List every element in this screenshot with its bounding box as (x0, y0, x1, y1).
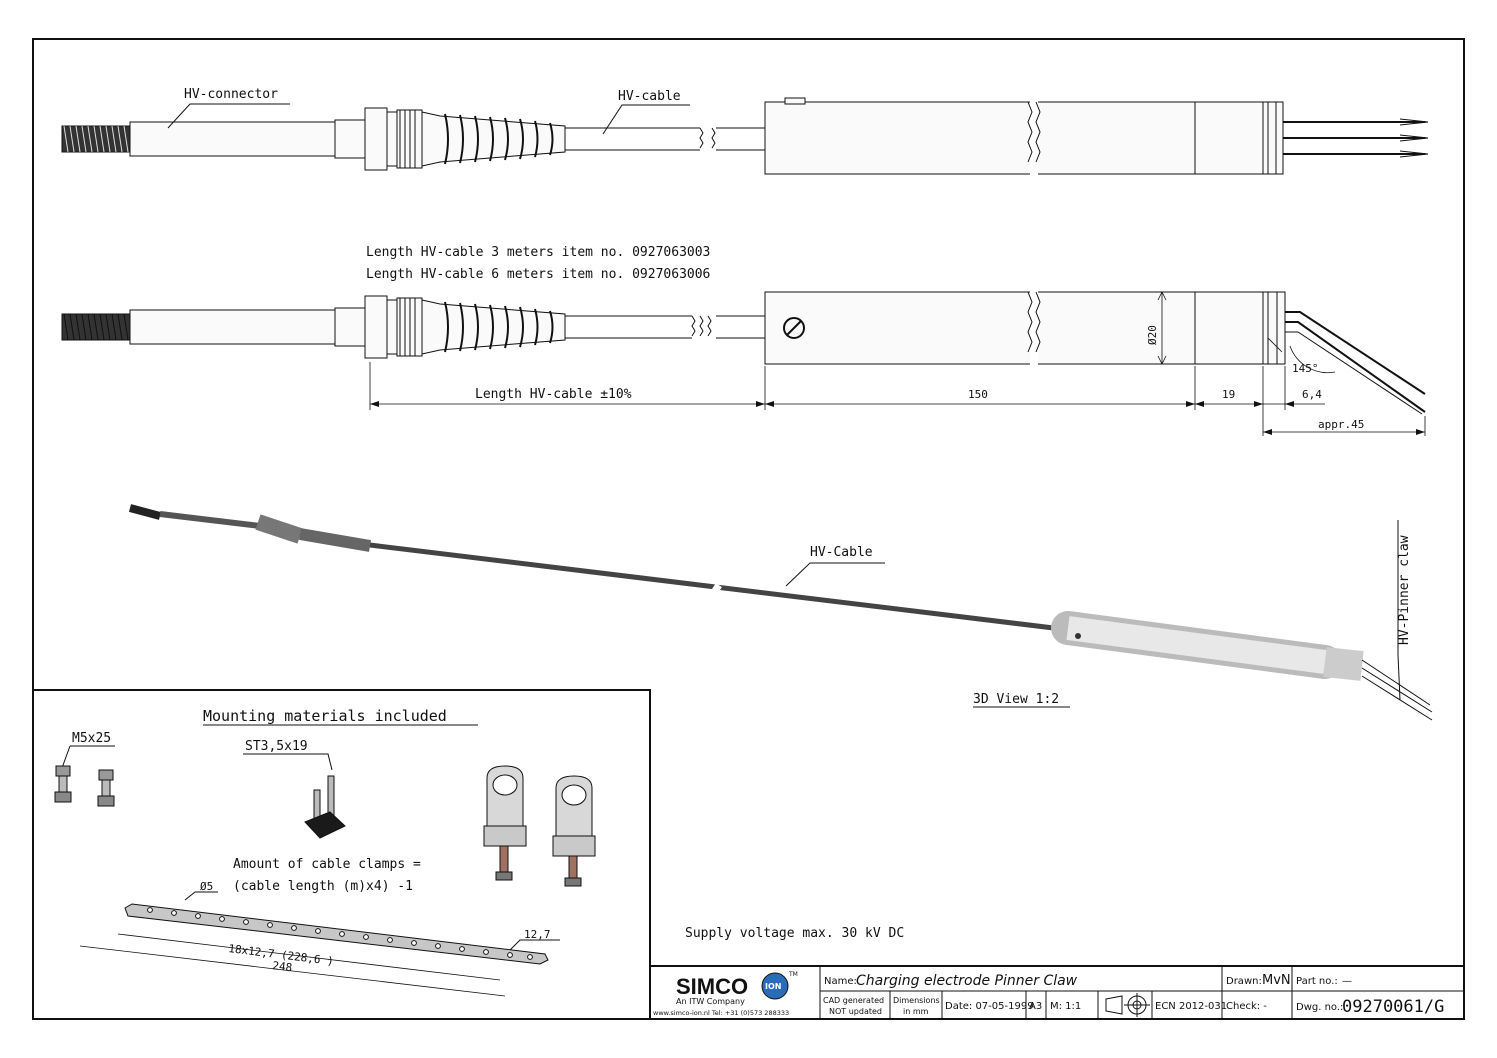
hv-cable-label-top: HV-cable (618, 89, 681, 104)
cable-boot-top (421, 111, 566, 167)
dim-150: 150 (968, 388, 988, 401)
dim-248: 248 (272, 959, 293, 974)
screw-bracket-icon (304, 775, 346, 839)
dim-length-hv-cable: Length HV-cable ±10% (475, 387, 632, 402)
cable-length-3m: Length HV-cable 3 meters item no. 092706… (366, 245, 710, 260)
dims-line2: in mm (903, 1007, 929, 1016)
cad-line1: CAD generated (823, 996, 884, 1005)
logo-tm: TM (788, 971, 798, 978)
hv-pinner-claw-label: HV-Pinner claw (1397, 535, 1412, 645)
ecn: ECN 2012-031 (1155, 1001, 1227, 1012)
electrode-body-mid (764, 291, 1196, 365)
screw-head-icon (783, 317, 805, 339)
dim-dia5: Ø5 (200, 880, 213, 893)
name-label: Name: (824, 976, 857, 987)
spring-coil-mid (61, 313, 131, 341)
hv-connector-body-top (129, 121, 336, 157)
drawn-label: Drawn: (1226, 976, 1262, 987)
m5x25-bolt-icon (54, 765, 115, 807)
check: Check: - (1226, 1001, 1267, 1012)
dim-6-4: 6,4 (1302, 388, 1322, 401)
dim-angle145: 145° (1292, 362, 1319, 375)
drawn-value: MvN (1262, 973, 1291, 988)
date: Date: 07-05-1999 (945, 1001, 1034, 1012)
dims-line1: Dimensions (893, 996, 940, 1005)
simco-logo: SIMCO (676, 974, 748, 999)
hv-connector-label: HV-connector (184, 87, 278, 102)
cad-line2: NOT updated (829, 1007, 882, 1016)
clamps-formula-line2: (cable length (m)x4) -1 (233, 879, 413, 894)
dim-appr45: appr.45 (1318, 418, 1364, 431)
clamps-formula-line1: Amount of cable clamps = (233, 857, 421, 872)
ion-badge: ION (765, 982, 781, 991)
drawing-name: Charging electrode Pinner Claw (856, 973, 1078, 989)
dimensioned-view: Ø20 145° Length HV-cable ±10% 150 19 6,4… (61, 290, 1426, 436)
supply-voltage-note: Supply voltage max. 30 kV DC (685, 926, 904, 941)
st35x19-label: ST3,5x19 (245, 739, 308, 754)
part-no-value: — (1342, 976, 1352, 987)
dim-12-7: 12,7 (524, 928, 551, 941)
paper-format: A3 (1029, 1001, 1042, 1012)
electrode-body-top (764, 101, 1196, 175)
view-3d: HV-Cable HV-Pinner claw 3D View 1:2 (128, 504, 1433, 721)
spring-coil-top (61, 125, 131, 153)
dim-19: 19 (1222, 388, 1235, 401)
company-line: An ITW Company (676, 997, 745, 1006)
part-no-label: Part no.: (1296, 976, 1338, 987)
dwg-no-value: 09270061/G (1342, 997, 1444, 1017)
contact-line: www.simco-ion.nl Tel: +31 (0)573 288333 (653, 1009, 789, 1017)
ion-badge-icon (761, 972, 789, 1000)
dwg-no-label: Dwg. no.: (1296, 1002, 1343, 1013)
sheet-frame (32, 38, 1465, 1020)
mounting-materials-box: Mounting materials included M5x25 ST3,5x… (32, 689, 651, 1020)
mounting-title: Mounting materials included (203, 707, 447, 725)
top-view: HV-connector HV-cable (61, 87, 1429, 176)
view-3d-label: 3D View 1:2 (973, 692, 1059, 707)
scale: M: 1:1 (1050, 1001, 1081, 1012)
dim-dia20: Ø20 (1146, 325, 1159, 345)
m5x25-label: M5x25 (72, 731, 111, 746)
title-block: SIMCO ION TM An ITW Company www.simco-io… (649, 965, 1465, 1020)
cable-clamp-icon (483, 765, 596, 887)
mounting-strip (124, 903, 549, 965)
hv-cable-label-3d: HV-Cable (810, 545, 873, 560)
cable-length-6m: Length HV-cable 6 meters item no. 092706… (366, 267, 710, 282)
projection-symbol-icon (1105, 993, 1150, 1017)
